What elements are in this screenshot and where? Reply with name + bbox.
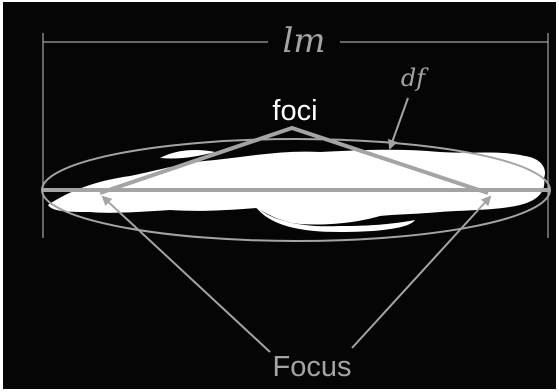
major-axis-label: lm xyxy=(282,21,325,61)
focus-label: Focus xyxy=(273,351,352,383)
foci-label: foci xyxy=(272,95,317,127)
focal-distance-label: df xyxy=(401,64,429,92)
